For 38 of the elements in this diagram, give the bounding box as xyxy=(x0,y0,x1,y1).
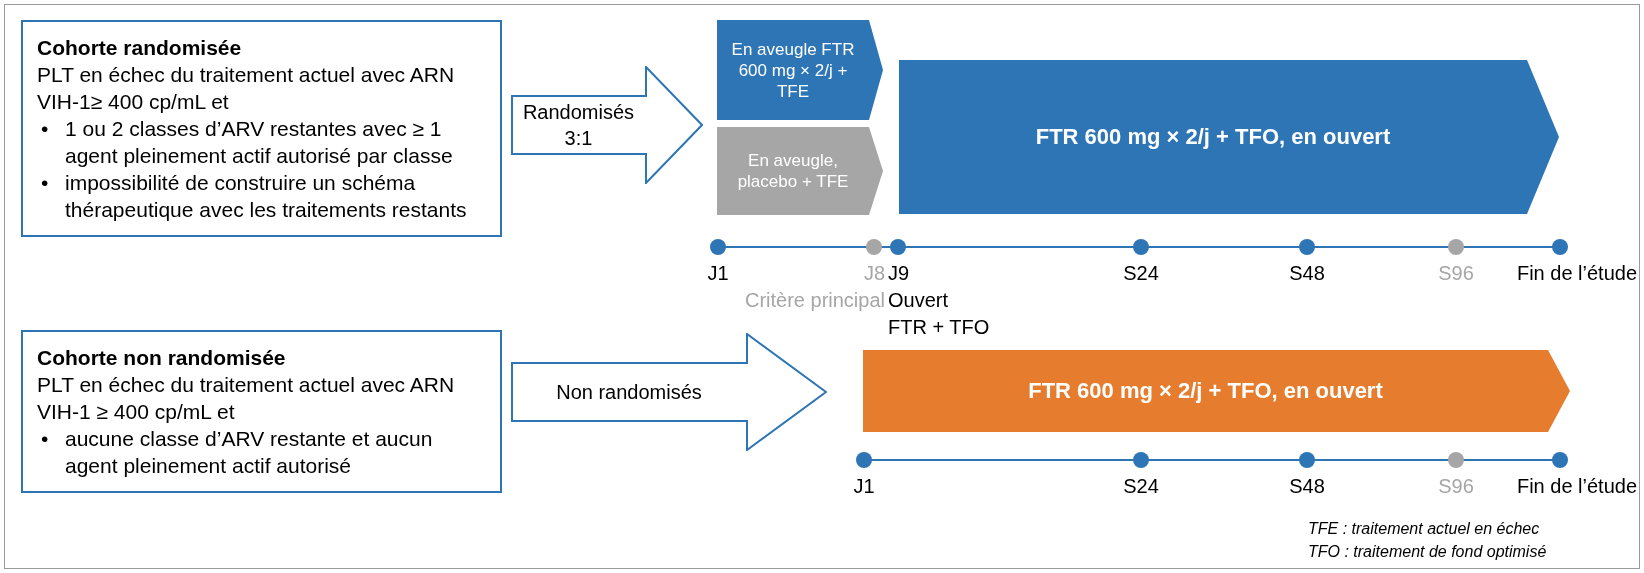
timepoint-label: J1 xyxy=(853,473,875,499)
phase-bar xyxy=(899,60,1559,214)
timepoint-label: S96 xyxy=(1438,473,1474,499)
timepoint-label: J1 xyxy=(707,260,729,286)
block-arrow xyxy=(511,66,703,184)
timepoint-label: S48 xyxy=(1289,473,1325,499)
edge-label: Randomisés 3:1 xyxy=(521,100,636,151)
phase-bar xyxy=(717,127,883,215)
phase-label: En aveugle FTR 600 mg × 2/j + TFE xyxy=(730,38,856,102)
cohort-heading: Cohorte randomisée xyxy=(37,35,243,61)
timepoint-label: J9 xyxy=(888,260,910,286)
timepoint-label: Fin de l’étude xyxy=(1516,260,1637,286)
footnote: TFE : traitement actuel en échec xyxy=(1308,519,1540,539)
phase-label: FTR 600 mg × 2/j + TFO, en ouvert xyxy=(1035,123,1391,151)
bullet-marker: • xyxy=(40,170,50,196)
phase-label: FTR 600 mg × 2/j + TFO, en ouvert xyxy=(1028,377,1383,405)
edge-label: Non randomisés xyxy=(556,380,702,405)
cohort-heading: Cohorte non randomisée xyxy=(37,345,287,371)
phase-bar xyxy=(863,350,1570,432)
footnote: TFO : traitement de fond optimisé xyxy=(1308,542,1547,562)
criteria-item: aucune classe d’ARV restante et aucun agent pleinement actif autorisé xyxy=(65,426,434,479)
phase-label: En aveugle, placebo + TFE xyxy=(736,150,850,192)
block-arrow xyxy=(511,333,827,451)
timepoint-label: S48 xyxy=(1289,260,1325,286)
bullet-marker: • xyxy=(40,116,50,142)
timepoint-label: J8 xyxy=(863,260,885,286)
cohort-description: PLT en échec du traitement actuel avec ARN VIH-1≥ 400 cp/mL et xyxy=(37,62,456,115)
cohort-box xyxy=(21,20,502,237)
cohort-box xyxy=(21,330,502,493)
bullet-marker: • xyxy=(40,426,50,452)
timeline-note: Critère principal xyxy=(744,288,885,313)
timepoint-label: Fin de l’étude xyxy=(1516,473,1637,499)
timepoint-label: S24 xyxy=(1123,260,1159,286)
timeline-note: Ouvert FTR + TFO xyxy=(888,288,991,340)
timepoint-label: S96 xyxy=(1438,260,1474,286)
criteria-item: impossibilité de construire un schéma thérapeutique avec les traitements restants xyxy=(65,170,468,223)
phase-bar xyxy=(717,20,883,120)
timepoint-label: S24 xyxy=(1123,473,1159,499)
